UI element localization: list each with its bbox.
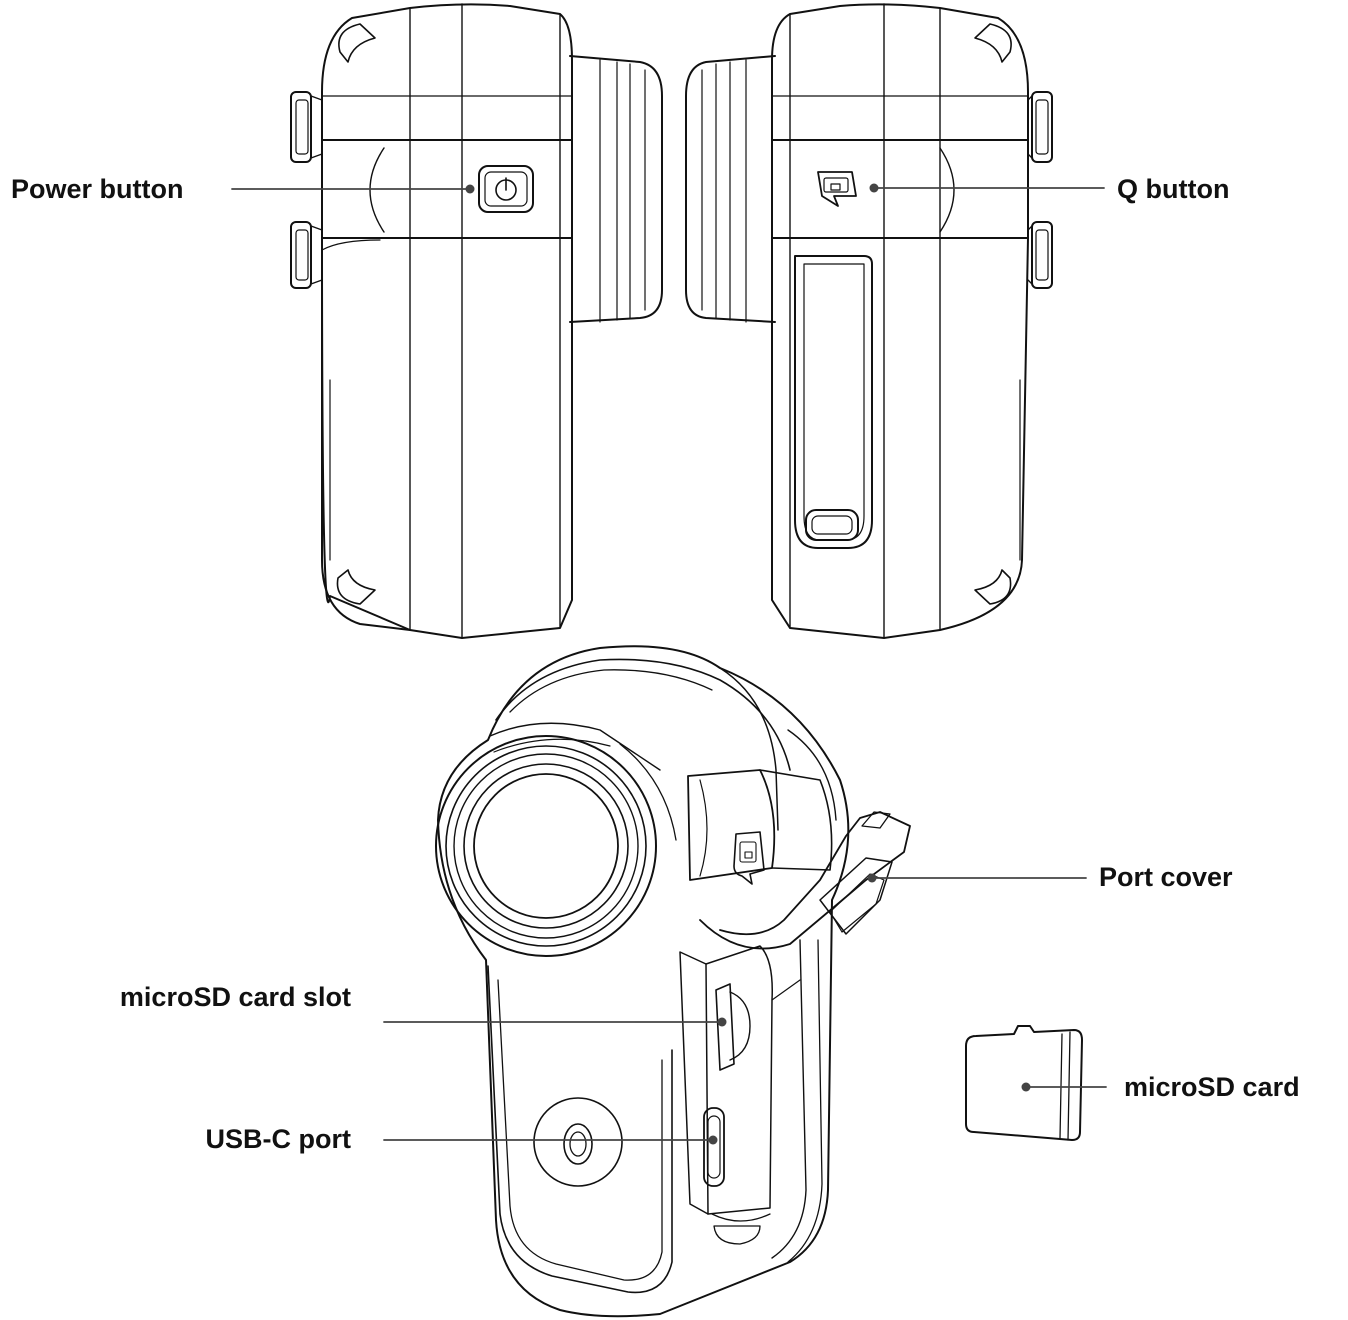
power-button-label: Power button [11,174,184,204]
microsd-card-slot-label: microSD card slot [119,982,351,1012]
microsd-card-label: microSD card [1124,1072,1300,1102]
camera-perspective-view [383,645,1087,1318]
camera-side-view-right [685,3,1105,639]
microsd-card-illustration [965,1025,1107,1141]
q-button-label: Q button [1117,174,1230,204]
port-cover-label: Port cover [1099,862,1233,892]
camera-side-view-left [231,3,663,639]
usb-c-port-label: USB-C port [205,1124,351,1154]
